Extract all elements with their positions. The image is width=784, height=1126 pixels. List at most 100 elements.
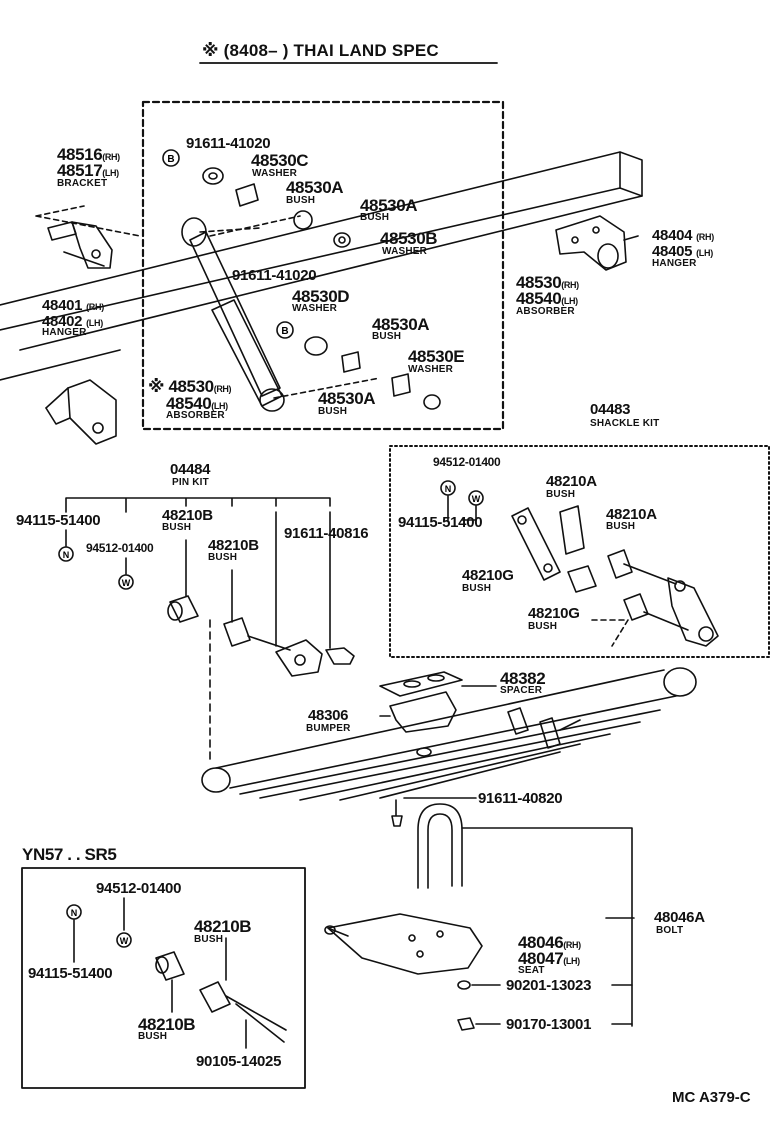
label-48306-sub: BUMPER [306, 723, 351, 734]
u-bolt-drawing [417, 803, 635, 1027]
label-48530a-2: 48530A [360, 196, 418, 215]
label-48210b-2-sub: BUSH [208, 552, 238, 563]
nut-symbol-circle-b [58, 546, 74, 562]
label-48530a-1: 48530A [286, 178, 344, 197]
washer-symbol-c: W [120, 936, 129, 946]
label-48516: 48516(RH) [57, 145, 120, 164]
label-48530a-4-sub: BUSH [318, 406, 348, 417]
label-48530a-4: 48530A [318, 389, 376, 408]
label-94512-01400-b: 94512-01400 [86, 541, 154, 555]
label-48402: 48402 (LH) [42, 313, 103, 330]
catalog-code: MC A379-C [672, 1089, 751, 1106]
label-48530b-sub: WASHER [382, 246, 428, 257]
label-48210b-3: 48210B [194, 917, 252, 936]
washer-symbol-b: W [122, 578, 131, 588]
label-48210a-2: 48210A [606, 506, 657, 523]
shackle-parts [511, 505, 719, 647]
label-91611-40820: 91611-40820 [478, 790, 563, 807]
label-48382: 48382 [500, 669, 546, 688]
label-94115-51400-c: 94115-51400 [28, 965, 113, 982]
absorber-small-parts [202, 167, 441, 410]
label-48530a-1-sub: BUSH [286, 195, 316, 206]
label-48530c: 48530C [251, 151, 309, 170]
spring-washer-drawing [457, 980, 471, 990]
label-48210g-1: 48210G [462, 567, 514, 584]
label-04484-sub: PIN KIT [172, 477, 209, 488]
nut-drawing [457, 1017, 475, 1031]
nut-leader [475, 984, 633, 1025]
label-48382-sub: SPACER [500, 685, 543, 696]
hanger-right-drawing [555, 215, 639, 271]
label-48046a: 48046A [654, 909, 705, 926]
label-48404: 48404 (RH) [652, 227, 714, 244]
label-91611-40816: 91611-40816 [284, 525, 369, 542]
spacer-bumper-drawing [379, 671, 497, 733]
spring-seat-drawing [324, 913, 483, 975]
label-48047: 48047(LH) [518, 949, 580, 968]
label-48210b-4-sub: BUSH [138, 1031, 168, 1042]
label-48530e-sub: WASHER [408, 364, 454, 375]
label-48210b-2: 48210B [208, 537, 259, 554]
page-title: ※ (8408– ) THAI LAND SPEC [202, 41, 439, 60]
bolt-symbol-circle-a [162, 149, 180, 167]
shock-absorber-drawing [181, 215, 381, 412]
label-90201-13023: 90201-13023 [506, 977, 592, 994]
label-48530a-3: 48530A [372, 315, 430, 334]
label-abs-right-sub: ABSORBER [516, 306, 575, 317]
label-48517: 48517(LH) [57, 161, 119, 180]
label-48210g-2-sub: BUSH [528, 621, 558, 632]
pin-kit-bracket-lines [65, 497, 331, 513]
label-48210a-2-sub: BUSH [606, 521, 636, 532]
label-48540-right: 48540(LH) [516, 289, 578, 308]
label-48530c-sub: WASHER [252, 168, 298, 179]
label-94115-51400-a: 94115-51400 [398, 514, 483, 531]
washer-symbol-a: W [472, 494, 481, 504]
label-48530a-3-sub: BUSH [372, 331, 402, 342]
label-seat-sub: SEAT [518, 965, 545, 976]
bolt-symbol-circle-b [276, 321, 294, 339]
label-48210b-3-sub: BUSH [194, 934, 224, 945]
label-48306: 48306 [308, 707, 349, 724]
label-94512-01400-c: 94512-01400 [96, 880, 182, 897]
pin-kit-parts [167, 511, 355, 761]
label-bracket-sub: BRACKET [57, 178, 108, 189]
bolt-symbol-b: B [281, 326, 288, 337]
label-91611-41020-b: 91611-41020 [232, 267, 317, 284]
label-48530b: 48530B [380, 229, 438, 248]
washer-symbol-circle-b [118, 574, 134, 590]
label-hanger-left-sub: HANGER [42, 327, 87, 338]
label-91611-41020-a: 91611-41020 [186, 135, 271, 152]
label-48046: 48046(RH) [518, 933, 581, 952]
yn57-parts [66, 897, 287, 1049]
label-48210g-2: 48210G [528, 605, 580, 622]
label-48210b-4: 48210B [138, 1015, 196, 1034]
label-48540-abs: 48540(LH) [166, 394, 228, 413]
spring-bolt-drawing [391, 799, 403, 827]
label-hanger-right-sub: HANGER [652, 258, 697, 269]
label-48401: 48401 (RH) [42, 297, 104, 314]
nut-symbol-a: N [445, 484, 452, 494]
label-abs-sub: ABSORBER [166, 410, 225, 421]
label-94115-51400-b: 94115-51400 [16, 512, 101, 529]
hanger-left-drawing [45, 379, 117, 445]
label-48530a-2-sub: BUSH [360, 212, 390, 223]
bracket-drawing [35, 205, 141, 269]
label-48210a-1-sub: BUSH [546, 489, 576, 500]
label-04484: 04484 [170, 461, 211, 478]
label-48530d: 48530D [292, 287, 350, 306]
shackle-leader-b [591, 619, 629, 647]
nut-symbol-circle-a [440, 480, 456, 496]
leaf-spring-drawing [201, 667, 697, 801]
shackle-leader-a [447, 495, 477, 521]
label-90105-14025: 90105-14025 [196, 1053, 282, 1070]
label-04483: 04483 [590, 401, 631, 418]
label-48405: 48405 (LH) [652, 243, 713, 260]
label-48530e: 48530E [408, 347, 465, 366]
label-yn57: YN57 . . SR5 [22, 845, 117, 864]
label-48530-right: 48530(RH) [516, 273, 579, 292]
bolt-symbol-a: B [167, 154, 174, 165]
yn57-box [21, 867, 306, 1089]
nut-symbol-b: N [63, 550, 70, 560]
